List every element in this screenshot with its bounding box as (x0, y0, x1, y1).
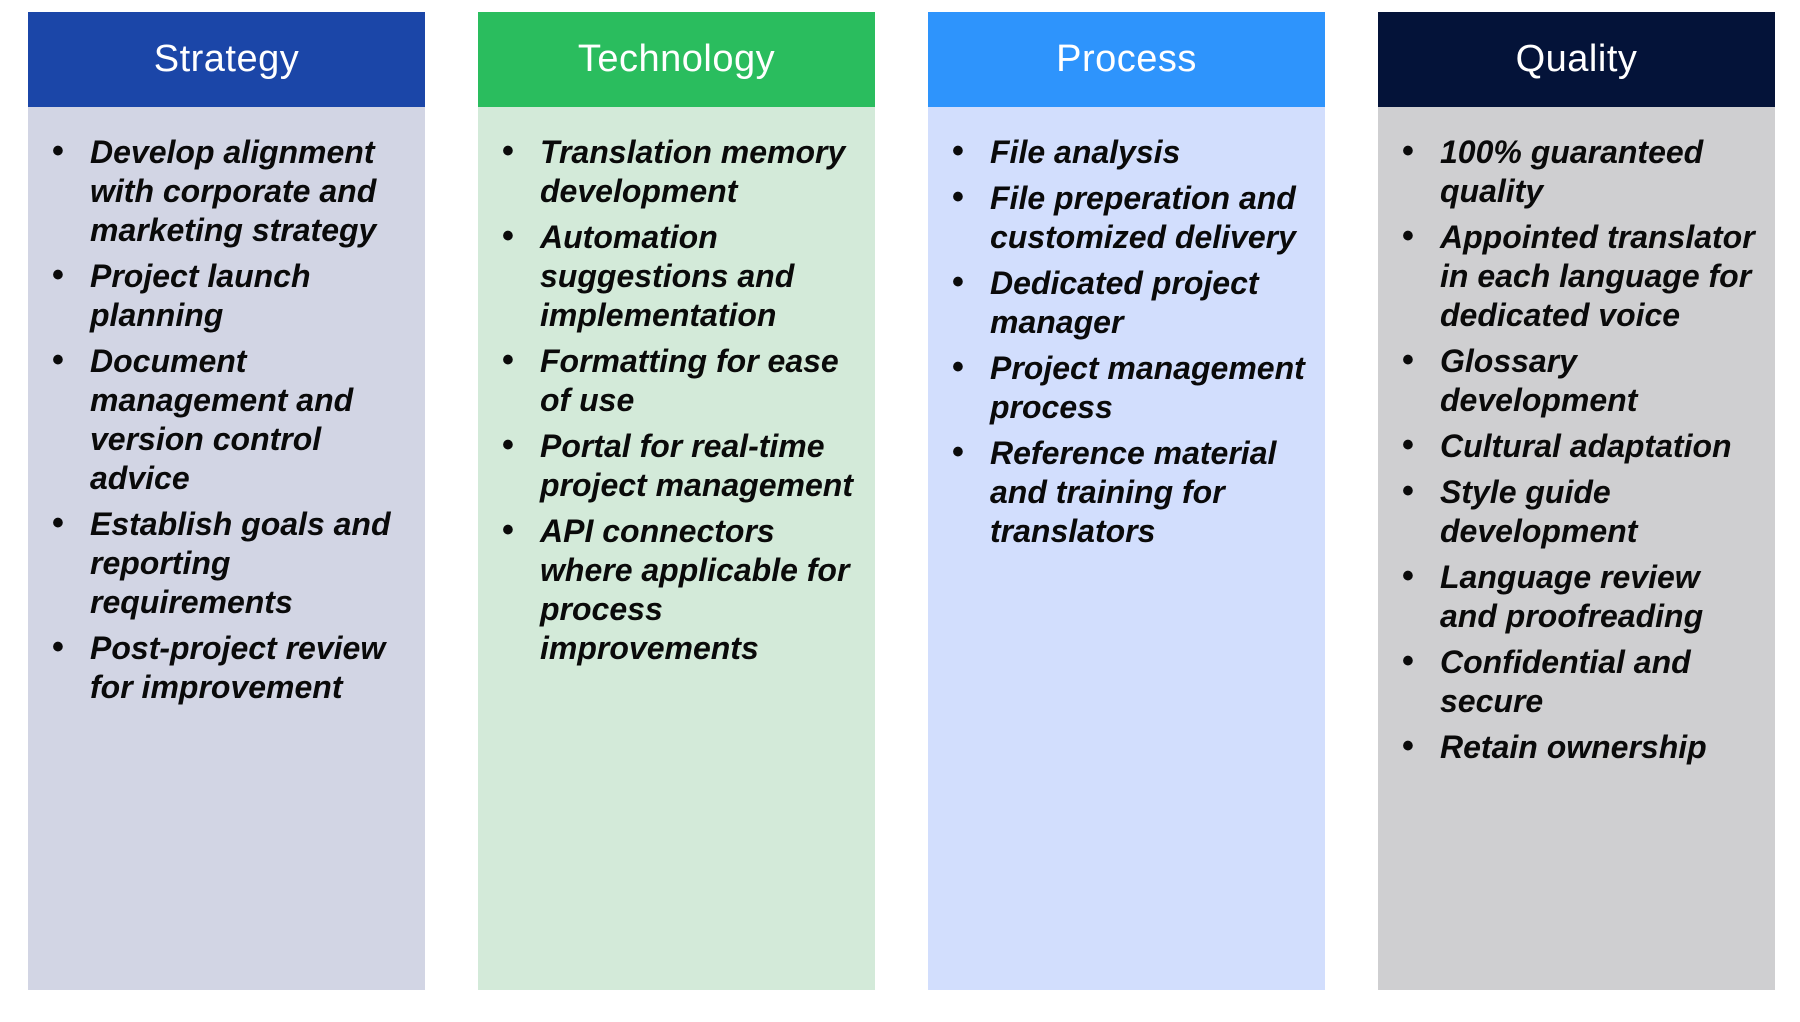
list-item: Glossary development (1394, 340, 1759, 420)
bullet-list-process: File analysisFile preperation and custom… (944, 131, 1309, 551)
column-strategy: Strategy Develop alignment with corporat… (28, 12, 425, 990)
list-item: Project launch planning (44, 255, 409, 335)
list-item: Establish goals and reporting requiremen… (44, 503, 409, 622)
list-item: Portal for real-time project management (494, 425, 859, 505)
list-item: API connectors where applicable for proc… (494, 510, 859, 668)
column-process: Process File analysisFile preperation an… (928, 12, 1325, 990)
list-item: Cultural adaptation (1394, 425, 1759, 467)
column-body-technology: Translation memory developmentAutomation… (478, 107, 875, 990)
list-item: File analysis (944, 131, 1309, 173)
list-item: Project management process (944, 347, 1309, 427)
column-title: Quality (1515, 38, 1638, 80)
list-item: Develop alignment with corporate and mar… (44, 131, 409, 250)
list-item: Style guide development (1394, 471, 1759, 551)
column-body-strategy: Develop alignment with corporate and mar… (28, 107, 425, 990)
list-item: Reference material and training for tran… (944, 432, 1309, 551)
column-technology: Technology Translation memory developmen… (478, 12, 875, 990)
column-header-process: Process (928, 12, 1325, 107)
list-item: Post-project review for improvement (44, 627, 409, 707)
list-item: Formatting for ease of use (494, 340, 859, 420)
bullet-list-quality: 100% guaranteed qualityAppointed transla… (1394, 131, 1759, 768)
list-item: Confidential and secure (1394, 641, 1759, 721)
list-item: Automation suggestions and implementatio… (494, 216, 859, 335)
bullet-list-technology: Translation memory developmentAutomation… (494, 131, 859, 668)
column-header-strategy: Strategy (28, 12, 425, 107)
list-item: Dedicated project manager (944, 262, 1309, 342)
bullet-list-strategy: Develop alignment with corporate and mar… (44, 131, 409, 707)
list-item: Appointed translator in each language fo… (1394, 216, 1759, 335)
column-header-quality: Quality (1378, 12, 1775, 107)
list-item: Language review and proofreading (1394, 556, 1759, 636)
column-body-quality: 100% guaranteed qualityAppointed transla… (1378, 107, 1775, 990)
list-item: Document management and version control … (44, 340, 409, 498)
list-item: Retain ownership (1394, 726, 1759, 768)
list-item: Translation memory development (494, 131, 859, 211)
column-title: Technology (577, 38, 776, 80)
column-body-process: File analysisFile preperation and custom… (928, 107, 1325, 990)
column-quality: Quality 100% guaranteed qualityAppointed… (1378, 12, 1775, 990)
column-title: Strategy (153, 38, 300, 80)
list-item: 100% guaranteed quality (1394, 131, 1759, 211)
column-header-technology: Technology (478, 12, 875, 107)
list-item: File preperation and customized delivery (944, 177, 1309, 257)
column-title: Process (1056, 38, 1197, 80)
